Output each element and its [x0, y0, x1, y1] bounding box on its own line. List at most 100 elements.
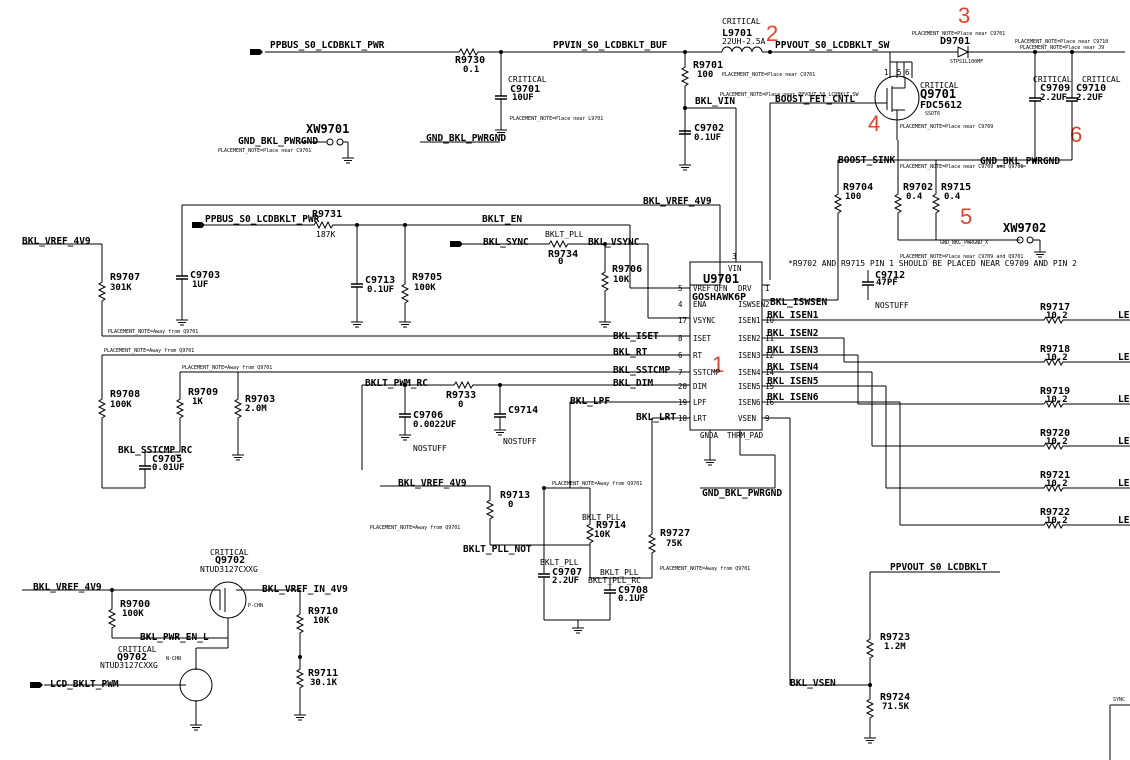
edge-sync-label: SYNC [1113, 697, 1125, 703]
r9713-branch [380, 485, 590, 546]
r9711-ref: R9711 [308, 668, 338, 679]
net-bkl-sstcmp-rc: BKL_SSTCMP_RC [118, 445, 193, 456]
ic-top-pin-num: 3 [732, 252, 737, 261]
l9701-val: 22UH-2.5A [722, 37, 766, 46]
r9708-ref: R9708 [110, 389, 140, 400]
c9712-val: 47PF [876, 278, 898, 288]
c9702-val: 0.1UF [694, 133, 721, 143]
r9714-ref: R9714 [596, 520, 626, 531]
near-j9-note: PLACEMENT_NOTE=Place near J9 [1020, 45, 1104, 51]
away-note4: PLACEMENT_NOTE=Away from Q9701 [552, 481, 642, 487]
net-ppvout: PPVOUT_S0_LCDBKLT_SW [775, 40, 890, 51]
ic-pin-name-right: ISEN3 [738, 351, 761, 360]
away-note5: PLACEMENT_NOTE=Away from Q9701 [370, 525, 460, 531]
net-bklt-pll3: BKLT_PLL [540, 558, 579, 567]
vsen-divider [762, 417, 1000, 744]
q9702b-type: N-CHN [166, 656, 181, 662]
net-gnd-pwrgnd-mid: GND_BKL_PWRGND [426, 133, 506, 144]
lpf-lrt-branch [542, 401, 690, 579]
q9701-crit: CRITICAL [920, 81, 959, 90]
r9704-ref: R9704 [843, 182, 873, 193]
r9720-ref: R9720 [1040, 428, 1070, 439]
ic-pin-name-right: ISWSEN [738, 300, 765, 309]
bkl-sync-wire [450, 240, 690, 328]
r9721-val: 10.2 [1046, 479, 1068, 489]
r9704-val: 100 [845, 192, 861, 202]
ic-pin-name-left: LRT [693, 414, 707, 423]
near-l9701-note: PLACEMENT_NOTE=Place near L9701 [510, 116, 603, 122]
r9731-wire [192, 221, 690, 328]
boost-sink-resistors [834, 140, 1047, 258]
r9719-val: 10.2 [1046, 395, 1068, 405]
r9710-ref: R9710 [308, 606, 338, 617]
net-bklt-pwm-rc: BKLT_PWM_RC [365, 378, 428, 389]
r9702-val: 0.4 [906, 192, 923, 202]
net-bklt-pll: BKLT_PLL [545, 230, 584, 239]
ic-pin-name-left: VSYNC [693, 316, 716, 325]
q9702b-val: NTUD3127CXXG [100, 661, 158, 670]
away-note1: PLACEMENT_NOTE=Away from Q9701 [108, 329, 198, 335]
net-bklt-pll4: BKLT_PLL [600, 568, 639, 577]
r9731-val: 187K [316, 230, 335, 239]
r9713-val: 0 [508, 500, 513, 510]
net-bkl-lpf: BKL_LPF [570, 396, 610, 407]
ic-pin-name-right: ISEN1 [738, 316, 761, 325]
r9733-ref: R9733 [446, 390, 476, 401]
callout-4: 4 [868, 111, 880, 136]
r9715-val: 0.4 [944, 192, 961, 202]
r9706-ref: R9706 [612, 264, 642, 275]
xw9701-note: PLACEMENT_NOTE=Place near C9701 [218, 148, 311, 154]
c9701-symbol [494, 52, 508, 136]
ic-part: GOSHAWK6P [692, 292, 746, 303]
c9707-c9708 [537, 560, 617, 634]
xw9701-ref: XW9701 [306, 122, 349, 136]
r9727-ref: R9727 [660, 528, 690, 539]
net-bkl-iswsen: BKL_ISWSEN [770, 297, 827, 308]
near-c9710-note: PLACEMENT_NOTE=Place near C9710 [1015, 39, 1108, 45]
c9709-val: 2.2UF [1040, 93, 1067, 103]
net-gnd-pwrgnd-left: GND_BKL_PWRGND [238, 136, 318, 147]
c9713-val: 0.1UF [367, 285, 394, 295]
q9701-pin5: 5 [897, 68, 902, 77]
r9734-ref: R9734 [548, 249, 578, 260]
net-bkl-iset: BKL_ISET [613, 331, 659, 342]
net-bkl-vref-mid: BKL_VREF_4V9 [398, 478, 467, 489]
net-bkl-sstcmp: BKL_SSTCMP [613, 365, 670, 376]
net-bkl-pwr-en: BKL_PWR_EN_L [140, 632, 209, 643]
u9701-ic [689, 240, 839, 489]
r9709-val: 1K [192, 397, 203, 407]
ic-pin-name-left: VREF [693, 284, 712, 293]
q9701-pin1: 1 [884, 68, 889, 77]
r9718-ref: R9718 [1040, 344, 1070, 355]
r9723-val: 1.2M [884, 642, 906, 652]
net-bkl-vref-low: BKL_VREF_4V9 [33, 582, 102, 593]
q9702a-val: NTUD3127CXXG [200, 565, 258, 574]
near-ppvout-note2: PLACEMENT_NOTE=Place near PPVOUT_S0_LCDB… [720, 92, 859, 98]
away-note6: PLACEMENT_NOTE=Away from Q9701 [660, 566, 750, 572]
c9703-val: 1UF [192, 280, 208, 290]
net-bklt-pll-not: BKLT_PLL_NOT [463, 544, 532, 555]
edge-le-label: LE [1118, 394, 1130, 405]
r9700-ref: R9700 [120, 599, 150, 610]
d9701-note: PLACEMENT_NOTE=Place near C9701 [912, 31, 1005, 37]
callout-3: 3 [958, 3, 970, 28]
net-bkl-vsen: BKL_VSEN [790, 678, 836, 689]
net-bkl-vsync: BKL_VSYNC [588, 237, 640, 248]
c9713-ref: C9713 [365, 275, 395, 286]
q9701-pkg: SSOT6 [925, 111, 940, 117]
r9701-ref: R9701 [693, 60, 723, 71]
net-bklt-pll2: BKLT_PLL [582, 513, 621, 522]
sstcmp-branch [102, 371, 690, 489]
c9705-ref: C9705 [152, 454, 182, 465]
l9701-inductor [721, 46, 958, 54]
net-bkl-isen: BKL_ISEN6 [767, 392, 819, 403]
ppbus-rail [250, 48, 722, 56]
r9723-ref: R9723 [880, 632, 910, 643]
ic-pin-num-left: 7 [678, 368, 683, 377]
ic-pin-name-left: ENA [693, 300, 707, 309]
ic-pin-name-left: LPF [693, 398, 707, 407]
r9722-val: 10.2 [1046, 516, 1068, 526]
r9705-ref: R9705 [412, 272, 442, 283]
